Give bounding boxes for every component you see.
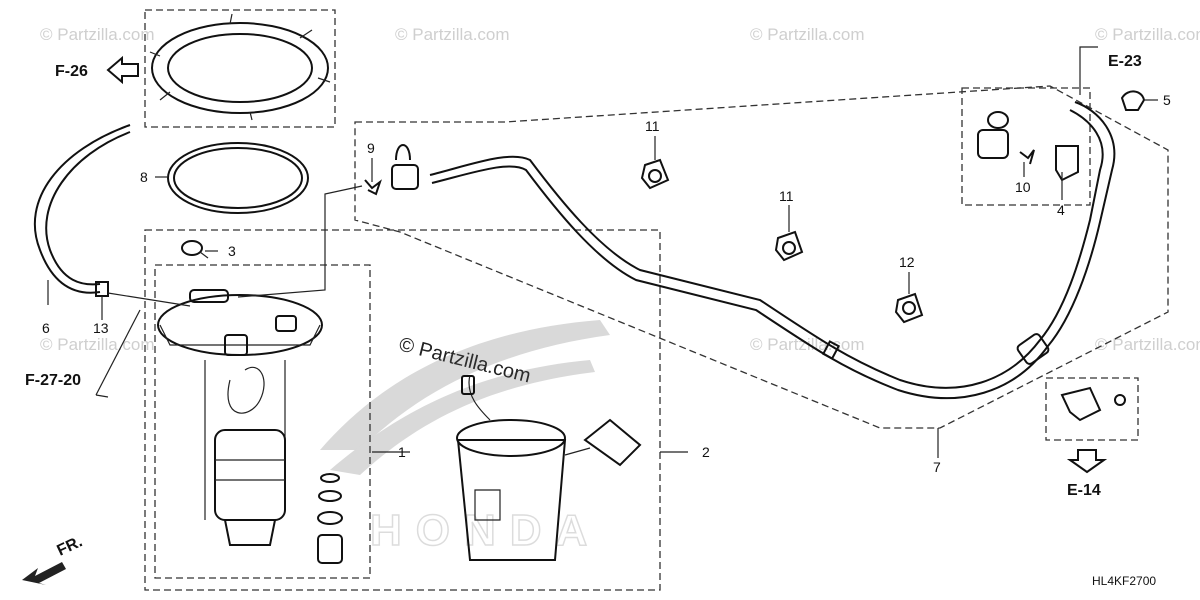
- watermark: © Partzilla.com: [1095, 25, 1200, 44]
- o-ring-seal: [167, 142, 309, 214]
- callout-10: 10: [1015, 179, 1031, 195]
- lock-ring: [149, 13, 331, 121]
- pump-seal-set: [317, 473, 343, 564]
- fuel-feed-hose: [429, 101, 1116, 400]
- front-arrow-icon: [22, 562, 66, 585]
- callout-2: 2: [702, 444, 710, 460]
- callout-13: 13: [93, 320, 109, 336]
- arrow-left-icon: [106, 55, 139, 85]
- ref-f2720[interactable]: F-27-20: [25, 372, 109, 398]
- ref-f26[interactable]: F-26: [55, 55, 139, 85]
- ref-e14-label: E-14: [1067, 482, 1101, 499]
- breather-hose: [34, 124, 131, 294]
- ref-f26-label: F-26: [55, 63, 88, 80]
- band-clamp: [181, 240, 209, 259]
- watermark: © Partzilla.com: [40, 25, 155, 44]
- callout-7: 7: [933, 459, 941, 475]
- honda-logo-mark: HONDA: [320, 320, 610, 556]
- watermark: © Partzilla.com: [395, 25, 510, 44]
- ref-f2720-label: F-27-20: [25, 372, 81, 389]
- callout-4: 4: [1057, 202, 1065, 218]
- connector-group-box: [961, 87, 1091, 206]
- callout-1: 1: [398, 444, 406, 460]
- hose-clamp-11b: [774, 230, 804, 262]
- clamp-detail-box: [1045, 377, 1139, 441]
- callout-3: 3: [228, 243, 236, 259]
- watermark: © Partzilla.com: [40, 335, 155, 354]
- ref-e23[interactable]: E-23: [1079, 46, 1142, 95]
- pump-assembly-group-box: [144, 229, 661, 591]
- watermark: © Partzilla.com: [750, 25, 865, 44]
- callout-9: 9: [367, 140, 375, 156]
- fuel-pump-module: [157, 289, 323, 546]
- callout-11-lower: 11: [779, 188, 794, 204]
- watermark: © Partzilla.com: [1095, 335, 1200, 354]
- ref-e14[interactable]: E-14: [1066, 449, 1108, 499]
- svg-text:HONDA: HONDA: [370, 506, 601, 555]
- feed-hose-group-box: [354, 85, 1169, 429]
- diagram-code: HL4KF2700: [1092, 574, 1156, 588]
- callout-labels: 1 2 3 4 5 6 7 8 9 10 11 11 12 13: [42, 92, 1171, 475]
- front-direction-marker: FR.: [22, 533, 85, 585]
- fuel-filter: [456, 374, 567, 561]
- lock-ring-group-box: [144, 9, 336, 128]
- callout-11-upper: 11: [645, 118, 660, 134]
- callout-6: 6: [42, 320, 50, 336]
- fuel-connector: [977, 111, 1079, 182]
- hose-clip-5: [1120, 90, 1146, 111]
- fuel-float: [564, 418, 642, 467]
- breather-hose-edge: [45, 131, 131, 286]
- callout-8: 8: [140, 169, 148, 185]
- arrow-down-icon: [1066, 449, 1108, 474]
- clamp-bracket-detail: [1060, 386, 1126, 422]
- pump-unit-box: [154, 264, 371, 579]
- arrow-path: [1079, 46, 1098, 95]
- callout-12: 12: [899, 254, 915, 270]
- callout-5: 5: [1163, 92, 1171, 108]
- front-label: FR.: [55, 533, 86, 559]
- arrow-tail: [95, 394, 109, 398]
- ref-e23-label: E-23: [1108, 53, 1142, 70]
- hose-clamp-11a: [640, 158, 670, 190]
- leader-lines: [47, 99, 1158, 458]
- quick-connector-joint: [364, 144, 419, 196]
- hose-clamp-12: [894, 292, 924, 324]
